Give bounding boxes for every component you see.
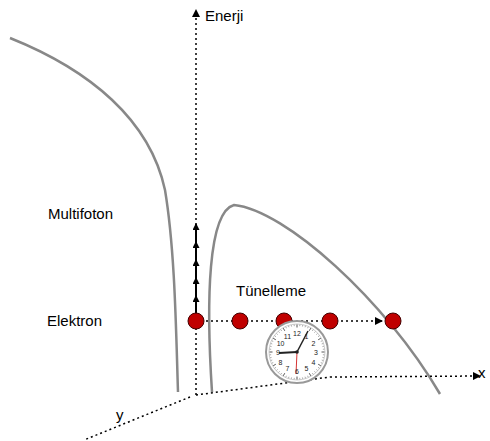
- clock-tick: [273, 364, 276, 366]
- clock-number: 8: [279, 358, 283, 365]
- clock-tick: [314, 371, 315, 372]
- clock-number: 3: [314, 349, 318, 356]
- y-axis: [84, 397, 190, 440]
- clock-tick: [321, 340, 322, 342]
- clock-tick: [277, 369, 278, 370]
- photon-arrow: [195, 260, 197, 278]
- clock-tick: [316, 334, 317, 335]
- clock-tick: [299, 325, 300, 326]
- process-label: Tünelleme: [236, 283, 306, 300]
- clock-tick: [305, 377, 306, 378]
- photon-arrow: [195, 224, 197, 242]
- clock-tick: [291, 377, 292, 378]
- clock-tick: [283, 373, 285, 376]
- clock-number: 1: [305, 332, 309, 339]
- clock-tick: [318, 364, 321, 366]
- clock-tick: [312, 373, 314, 374]
- clock-number: 4: [312, 358, 316, 365]
- clock-number: 9: [276, 349, 280, 356]
- clock-tick: [280, 373, 282, 374]
- clock-tick: [318, 367, 319, 369]
- clock-tick: [277, 334, 278, 335]
- clock-tick: [275, 367, 276, 369]
- clock-tick: [270, 354, 271, 355]
- electron-dot: [188, 313, 204, 329]
- clock-tick: [307, 327, 309, 328]
- clock-tick: [305, 326, 306, 327]
- clock-number: 2: [312, 339, 316, 346]
- clock-tick: [272, 340, 273, 342]
- clock-tick: [280, 330, 282, 331]
- energy-axis: [195, 10, 197, 395]
- clock-tick: [314, 332, 315, 333]
- clock-tick: [297, 377, 298, 380]
- potential-curve: [10, 38, 178, 392]
- axis-label: x: [478, 365, 486, 382]
- photon-arrow: [195, 242, 197, 260]
- photon-arrow: [195, 296, 197, 313]
- clock-tick: [316, 369, 317, 370]
- clock-tick: [309, 328, 311, 331]
- clock-tick: [288, 326, 289, 327]
- clock-number: 7: [286, 365, 290, 372]
- electron-dot: [385, 313, 401, 329]
- clock-tick: [318, 338, 321, 340]
- clock-tick: [288, 377, 289, 378]
- clock-icon: [266, 321, 328, 383]
- clock-tick: [323, 349, 324, 350]
- clock-tick: [309, 373, 311, 376]
- clock-tick: [322, 352, 325, 353]
- process-label: Multifoton: [48, 206, 113, 223]
- clock-tick: [312, 330, 314, 331]
- axis-label: y: [116, 407, 124, 424]
- clock-tick: [321, 362, 322, 364]
- clock-tick: [307, 376, 309, 377]
- clock-tick: [294, 325, 295, 326]
- clock-tick: [285, 376, 287, 377]
- clock-tick: [318, 335, 319, 337]
- clock-tick: [302, 325, 303, 326]
- clock-tick: [270, 352, 273, 353]
- clock-tick: [302, 377, 303, 378]
- axis-label: Enerji: [205, 8, 243, 25]
- clock-tick: [272, 362, 273, 364]
- clock-tick: [270, 346, 271, 347]
- clock-tick: [270, 349, 271, 350]
- clock-tick: [271, 360, 272, 361]
- clock-tick: [323, 354, 324, 355]
- x-axis: [330, 376, 480, 377]
- clock-tick: [294, 378, 295, 379]
- clock-tick: [322, 357, 323, 358]
- particle-label: Elektron: [47, 313, 102, 330]
- clock-tick: [270, 357, 271, 358]
- clock-tick: [322, 360, 323, 361]
- clock-tick: [279, 332, 280, 333]
- photon-arrow: [195, 278, 197, 296]
- clock-tick: [322, 346, 323, 347]
- electron-dot: [322, 313, 338, 329]
- clock-tick: [283, 328, 285, 331]
- clock-tick: [279, 371, 280, 372]
- clock-tick: [271, 343, 272, 344]
- clock-tick: [322, 343, 323, 344]
- clock-number: 10: [277, 339, 285, 346]
- potential-curve: [209, 205, 440, 394]
- clock-number: 6: [295, 368, 299, 375]
- clock-tick: [291, 325, 292, 326]
- clock-tick: [285, 327, 287, 328]
- clock-tick: [275, 335, 276, 337]
- clock-tick: [297, 325, 298, 328]
- electron-dot: [232, 313, 248, 329]
- clock-number: 11: [284, 332, 291, 339]
- clock-tick: [273, 338, 276, 340]
- clock-number: 5: [305, 365, 309, 372]
- clock-number: 12: [293, 330, 301, 337]
- clock-tick: [299, 378, 300, 379]
